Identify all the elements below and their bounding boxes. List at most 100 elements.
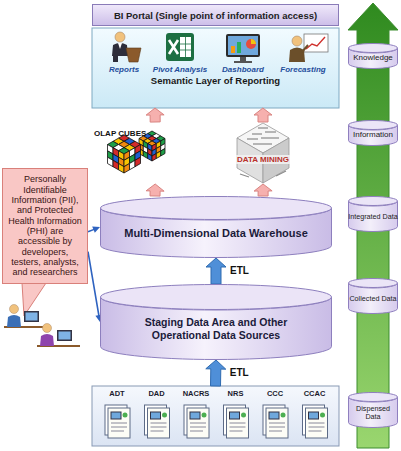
cube-tile [113, 160, 119, 170]
people-figure [7, 315, 21, 327]
node-text: Forecasting [280, 65, 325, 74]
cube-tile [119, 164, 125, 174]
stage-label: Knowledge [348, 43, 398, 69]
reporting-panel [92, 28, 339, 108]
node-text: OLAP CUBES [94, 129, 146, 138]
cube-tile [108, 157, 114, 167]
cylinder-top [349, 121, 398, 130]
cylinder-top [101, 197, 332, 220]
dashboard-icon [226, 34, 260, 57]
reports-icon [112, 32, 141, 62]
portal-banner: BI Portal (Single point of information a… [92, 4, 339, 26]
pivot-icon [185, 37, 186, 57]
cube-tile [152, 154, 156, 162]
warehouse-cylinder: Multi-Dimensional Data Warehouse [100, 196, 332, 258]
node-text: DAD [148, 389, 164, 398]
source-icons [303, 405, 328, 438]
people-figure [59, 332, 71, 340]
staging-cylinder: Staging Data Area and Other Operational … [100, 284, 332, 360]
source-panel [92, 386, 339, 446]
data-mining-cube [265, 131, 276, 132]
source-system: NACRS [179, 389, 213, 443]
olap-cubes: OLAP CUBES [92, 122, 172, 184]
forecasting-icon [302, 45, 308, 52]
access-arrow [88, 226, 100, 232]
source-panel: ADT DAD NACRS NRS CCC CCAC [92, 386, 339, 446]
dashboard-icon [237, 42, 241, 53]
data-mining-cube [247, 138, 258, 139]
people-figure [40, 334, 54, 346]
source-system: DAD [140, 389, 174, 443]
reporting-panel [92, 28, 339, 108]
etl-arrow [206, 360, 226, 386]
cylinder-top [349, 44, 398, 53]
pivot-icon [169, 40, 178, 54]
cube-tile [124, 164, 130, 174]
source-system: ADT [100, 389, 134, 443]
flow-arrow [146, 184, 164, 196]
dashboard-icon [228, 36, 258, 55]
progression-arrow [348, 3, 398, 448]
flow-arrow [146, 108, 164, 122]
people-figure [24, 311, 39, 322]
node-text: Reports [109, 65, 139, 74]
data-mining-cube [237, 123, 289, 183]
edge-label: ETL [229, 265, 250, 276]
source-icons [145, 405, 170, 438]
forecasting-icon [292, 36, 302, 46]
data-mining-cube [276, 171, 286, 176]
source-icons [263, 405, 288, 438]
node-text: Information [353, 131, 393, 140]
dashboard-icon [240, 57, 246, 61]
reports-icon [115, 32, 125, 42]
forecasting-icon [306, 37, 325, 49]
people-figure [57, 330, 72, 341]
dashboard-icon [231, 46, 235, 53]
data-mining-cube [252, 133, 262, 134]
source-system: CCC [258, 389, 292, 443]
dashboard-icon [251, 39, 256, 44]
etl-arrow [206, 258, 226, 284]
people-figure [4, 305, 80, 347]
forecasting-icon [289, 48, 305, 63]
flow-arrow [254, 108, 272, 122]
node-text: Dashboard [222, 65, 264, 74]
people-figure [43, 324, 52, 333]
progression-arrow [348, 3, 398, 448]
node-text: Dispensed Data [348, 405, 398, 421]
pivot-icon [166, 33, 194, 61]
reports-icon [113, 56, 118, 62]
pii-callout: Personally Identifiable Information (PII… [2, 168, 88, 284]
dashboard-icon [226, 34, 260, 63]
node-text: CCAC [304, 389, 326, 398]
node-text: Multi-Dimensional Data Warehouse [124, 227, 308, 239]
data-mining-cube [253, 143, 272, 144]
data-mining: DATA MINING [228, 122, 298, 184]
dashboard-icon [246, 39, 256, 49]
node-text: Personally Identifiable Information (PII… [6, 174, 84, 277]
dashboard-icon [234, 61, 252, 63]
cylinder-top [349, 197, 398, 206]
icon-label: Pivot Analysis [150, 63, 210, 75]
icon-label: Forecasting [273, 63, 333, 75]
node-text: Integrated Data [348, 213, 398, 221]
node-text: Collected Data [349, 295, 396, 303]
data-mining-cube [240, 174, 249, 177]
source-icons [105, 405, 130, 438]
stage-label: Collected Data [348, 278, 398, 314]
node-text: Pivot Analysis [153, 65, 207, 74]
node-text: CCC [267, 389, 283, 398]
stage-label: Dispensed Data [348, 392, 398, 428]
stage-label: Information [348, 120, 398, 146]
reports-icon [112, 43, 128, 56]
cube-tile [135, 157, 141, 167]
source-system: NRS [219, 389, 253, 443]
node-text: Semantic Layer of Reporting [151, 75, 280, 108]
node-text: NACRS [183, 389, 210, 398]
source-icons [184, 405, 209, 438]
reports-icon [126, 48, 141, 62]
stage-label: Integrated Data [348, 196, 398, 232]
source-icons [224, 405, 249, 438]
source-system: CCAC [298, 389, 332, 443]
node-text: Staging Data Area and Other Operational … [120, 316, 312, 341]
